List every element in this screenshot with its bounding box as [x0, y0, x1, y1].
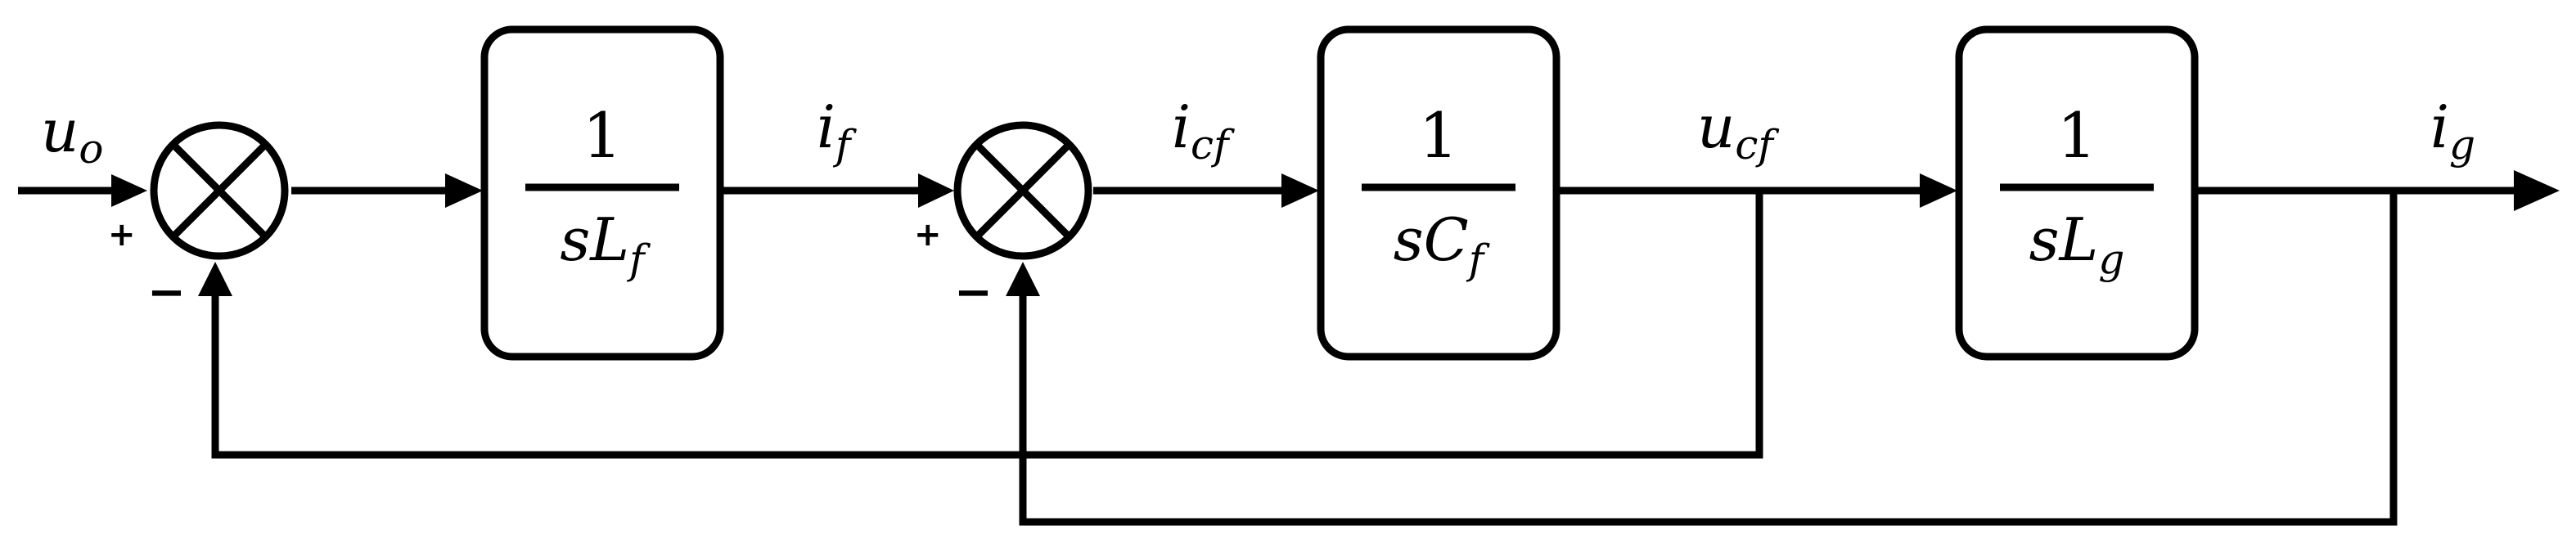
block-Lg-numerator: 1: [2057, 99, 2096, 172]
feedback-ig-wire: [1019, 191, 2398, 526]
block-Cf-denominator: sCf: [1394, 205, 1490, 283]
block-Lg-denominator: sLg: [2029, 205, 2125, 283]
feedback-ucf-wire: [211, 191, 1763, 459]
sum2-minus-sign: −: [954, 266, 993, 319]
block-Lf-numerator: 1: [583, 99, 622, 172]
block-Lf: 1 sLf: [480, 25, 724, 361]
feedback-ig-arrowhead: [1006, 262, 1040, 296]
output-arrowhead: [2514, 170, 2560, 211]
block-Cf: 1 sCf: [1317, 25, 1560, 361]
summing-junction-2: [953, 121, 1092, 260]
signal-label-if: if: [817, 92, 857, 169]
arrowhead-block2-in: [1281, 173, 1319, 208]
signal-label-icf: icf: [1172, 92, 1235, 169]
arrowhead-block3-in: [1920, 173, 1957, 208]
arrowhead-sum2-in: [918, 173, 954, 208]
signal-label-ig: ig: [2430, 92, 2475, 169]
arrowhead-block1-in: [445, 173, 483, 208]
feedback-ucf-arrowhead: [198, 262, 232, 296]
block-Cf-numerator: 1: [1419, 99, 1458, 172]
sum1-plus-sign: +: [108, 216, 136, 254]
signal-label-ucf: ucf: [1697, 92, 1779, 169]
summing-junction-1: [150, 121, 289, 260]
input-arrowhead: [111, 174, 147, 207]
sum2-plus-sign: +: [914, 216, 942, 254]
sum1-minus-sign: −: [147, 266, 186, 319]
block-Lg: 1 sLg: [1955, 25, 2199, 361]
signal-label-uo: uo: [41, 97, 103, 173]
